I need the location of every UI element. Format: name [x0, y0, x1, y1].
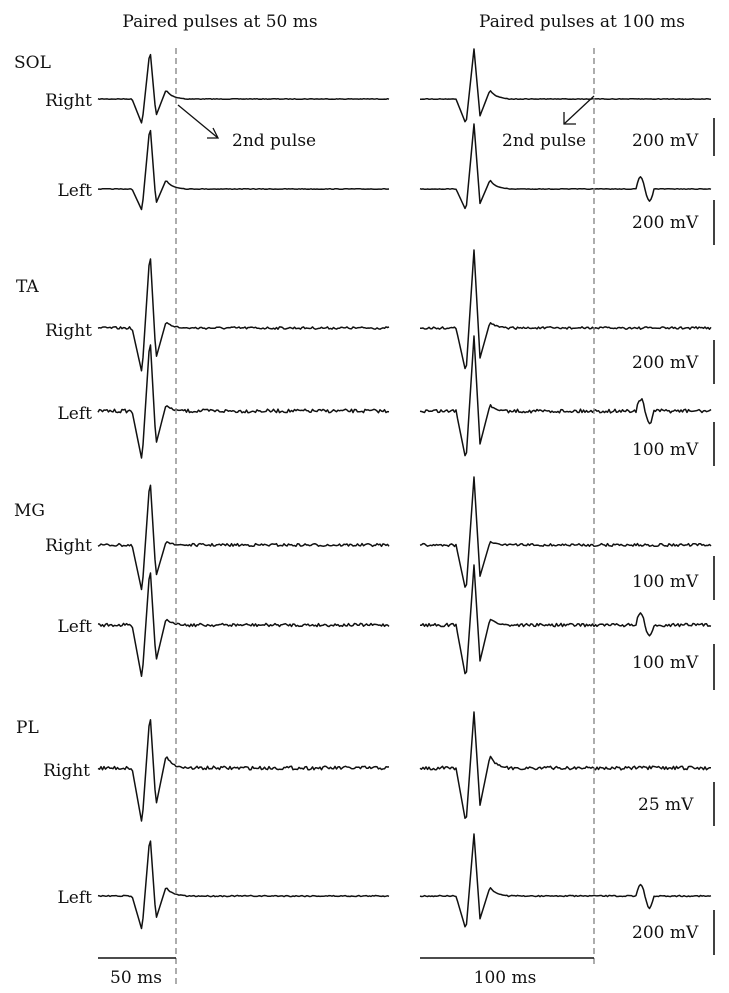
muscle-label-ta: TA	[16, 277, 39, 297]
side-label-ta-left: Left	[58, 404, 93, 424]
second-pulse-arrow-50ms	[177, 104, 220, 139]
emg-trace-ta-right-100ms	[420, 249, 712, 370]
traces-100ms-panel	[419, 48, 712, 928]
emg-trace-mg-right-100ms	[419, 476, 712, 588]
emg-trace-ta-left-50ms	[97, 344, 390, 459]
panel-title-100ms: Paired pulses at 100 ms	[479, 12, 685, 32]
scale-label-mg-left: 100 mV	[632, 653, 699, 673]
side-label-sol-left: Left	[58, 181, 93, 201]
side-label-mg-left: Left	[58, 617, 93, 637]
time-scale-label-50ms: 50 ms	[110, 968, 162, 988]
second-pulse-arrow-100ms	[563, 95, 595, 125]
scale-label-mg-right: 100 mV	[632, 572, 699, 592]
second-pulse-label-100ms: 2nd pulse	[502, 131, 586, 151]
muscle-label-sol: SOL	[14, 53, 51, 73]
emg-trace-pl-left-100ms	[419, 833, 712, 928]
emg-trace-pl-right-50ms	[97, 719, 390, 822]
second-pulse-label-50ms: 2nd pulse	[232, 131, 316, 151]
emg-trace-pl-right-100ms	[419, 711, 711, 819]
emg-trace-sol-right-100ms	[420, 48, 712, 123]
scale-label-ta-right: 200 mV	[632, 353, 699, 373]
emg-trace-sol-right-50ms	[97, 53, 390, 124]
emg-trace-mg-right-50ms	[97, 484, 390, 591]
emg-trace-ta-right-50ms	[97, 258, 390, 372]
scale-label-pl-right: 25 mV	[638, 795, 694, 815]
scale-label-sol-right: 200 mV	[632, 131, 699, 151]
scale-label-pl-left: 200 mV	[632, 923, 699, 943]
panel-title-50ms: Paired pulses at 50 ms	[122, 12, 317, 32]
side-label-pl-left: Left	[58, 888, 93, 908]
side-label-ta-right: Right	[45, 321, 92, 341]
traces-50ms-panel	[97, 53, 390, 930]
scale-label-sol-left: 200 mV	[632, 213, 699, 233]
emg-trace-mg-left-50ms	[97, 572, 390, 678]
muscle-label-mg: MG	[14, 501, 45, 521]
muscle-label-pl: PL	[16, 718, 39, 738]
emg-trace-mg-left-100ms	[419, 564, 712, 675]
emg-trace-sol-left-100ms	[419, 123, 712, 210]
time-scale-label-100ms: 100 ms	[474, 968, 537, 988]
side-label-mg-right: Right	[45, 536, 92, 556]
emg-trace-ta-left-100ms	[419, 335, 712, 457]
side-label-pl-right: Right	[43, 761, 90, 781]
emg-trace-sol-left-50ms	[98, 129, 390, 211]
side-label-sol-right: Right	[45, 91, 92, 111]
scale-label-ta-left: 100 mV	[632, 440, 699, 460]
emg-trace-pl-left-50ms	[97, 840, 390, 930]
